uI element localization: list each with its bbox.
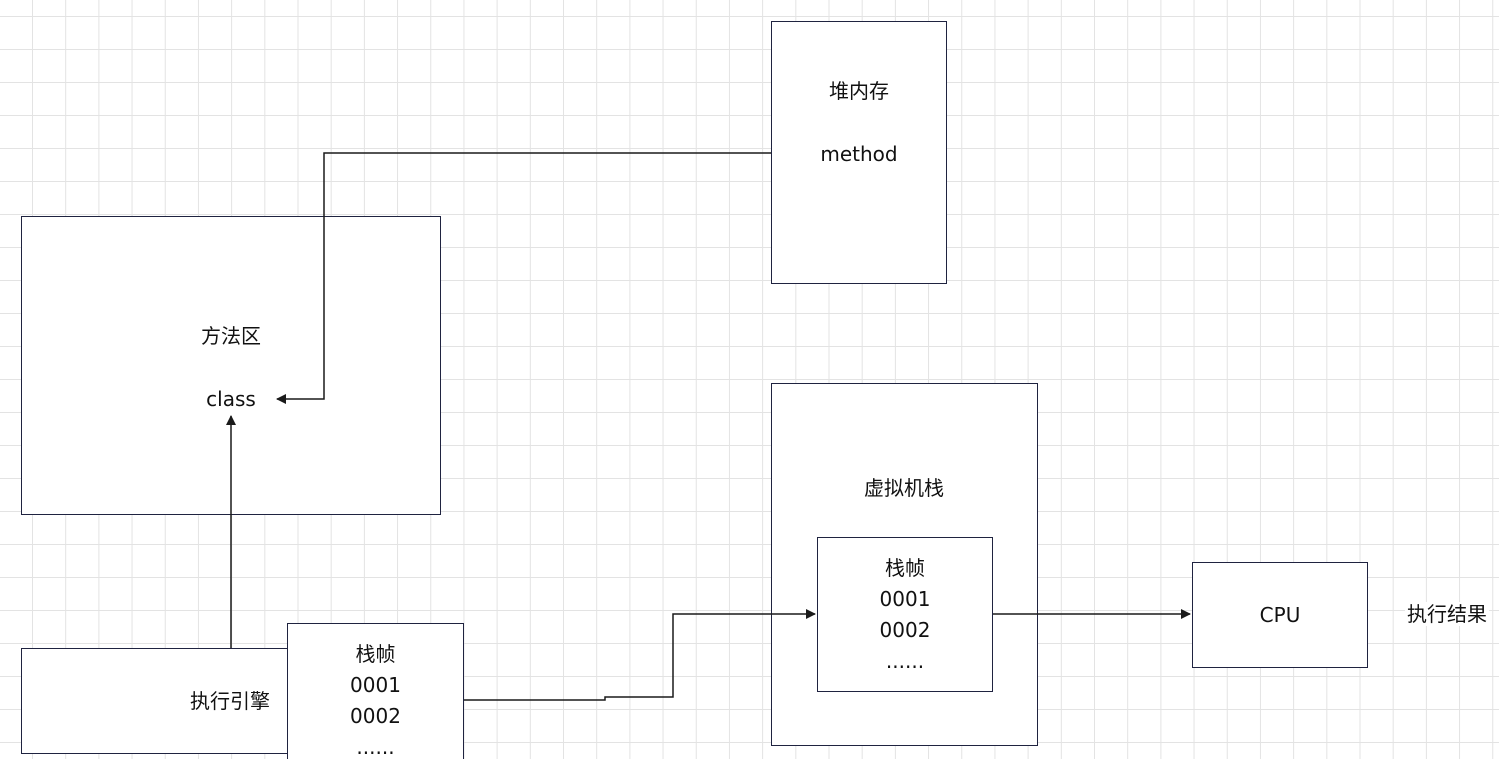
engine-stack-frame-box[interactable]: 栈帧 0001 0002 ...... bbox=[287, 623, 464, 759]
execution-engine-box[interactable]: 执行引擎 bbox=[21, 648, 289, 754]
cpu-label: CPU bbox=[1259, 603, 1301, 627]
vm-stack-frame-title: 栈帧 bbox=[885, 556, 925, 580]
engine-stack-frame-title: 栈帧 bbox=[355, 642, 396, 666]
engine-stack-frame-line: ...... bbox=[356, 735, 395, 759]
heap-memory-title: 堆内存 bbox=[829, 79, 889, 103]
method-area-box[interactable]: 方法区 class bbox=[21, 216, 441, 515]
method-area-title: 方法区 bbox=[201, 324, 261, 348]
execution-engine-title: 执行引擎 bbox=[190, 689, 270, 713]
vm-stack-title: 虚拟机栈 bbox=[864, 476, 944, 500]
vm-stack-frame-line: ...... bbox=[885, 649, 925, 673]
execution-result-label: 执行结果 bbox=[1405, 602, 1489, 626]
edge-engine-frame-to-vm-frame bbox=[464, 609, 816, 701]
vm-stack-frame-line: 0002 bbox=[879, 618, 931, 642]
cpu-box[interactable]: CPU bbox=[1192, 562, 1368, 668]
engine-stack-frame-line: 0001 bbox=[350, 673, 401, 697]
vm-stack-frame-box[interactable]: 栈帧 0001 0002 ...... bbox=[817, 537, 993, 692]
heap-method-label: method bbox=[820, 142, 898, 166]
engine-stack-frame-line: 0002 bbox=[350, 704, 401, 728]
heap-memory-box[interactable]: 堆内存 method bbox=[771, 21, 947, 284]
method-area-class-label: class bbox=[206, 387, 256, 411]
vm-stack-frame-line: 0001 bbox=[879, 587, 931, 611]
